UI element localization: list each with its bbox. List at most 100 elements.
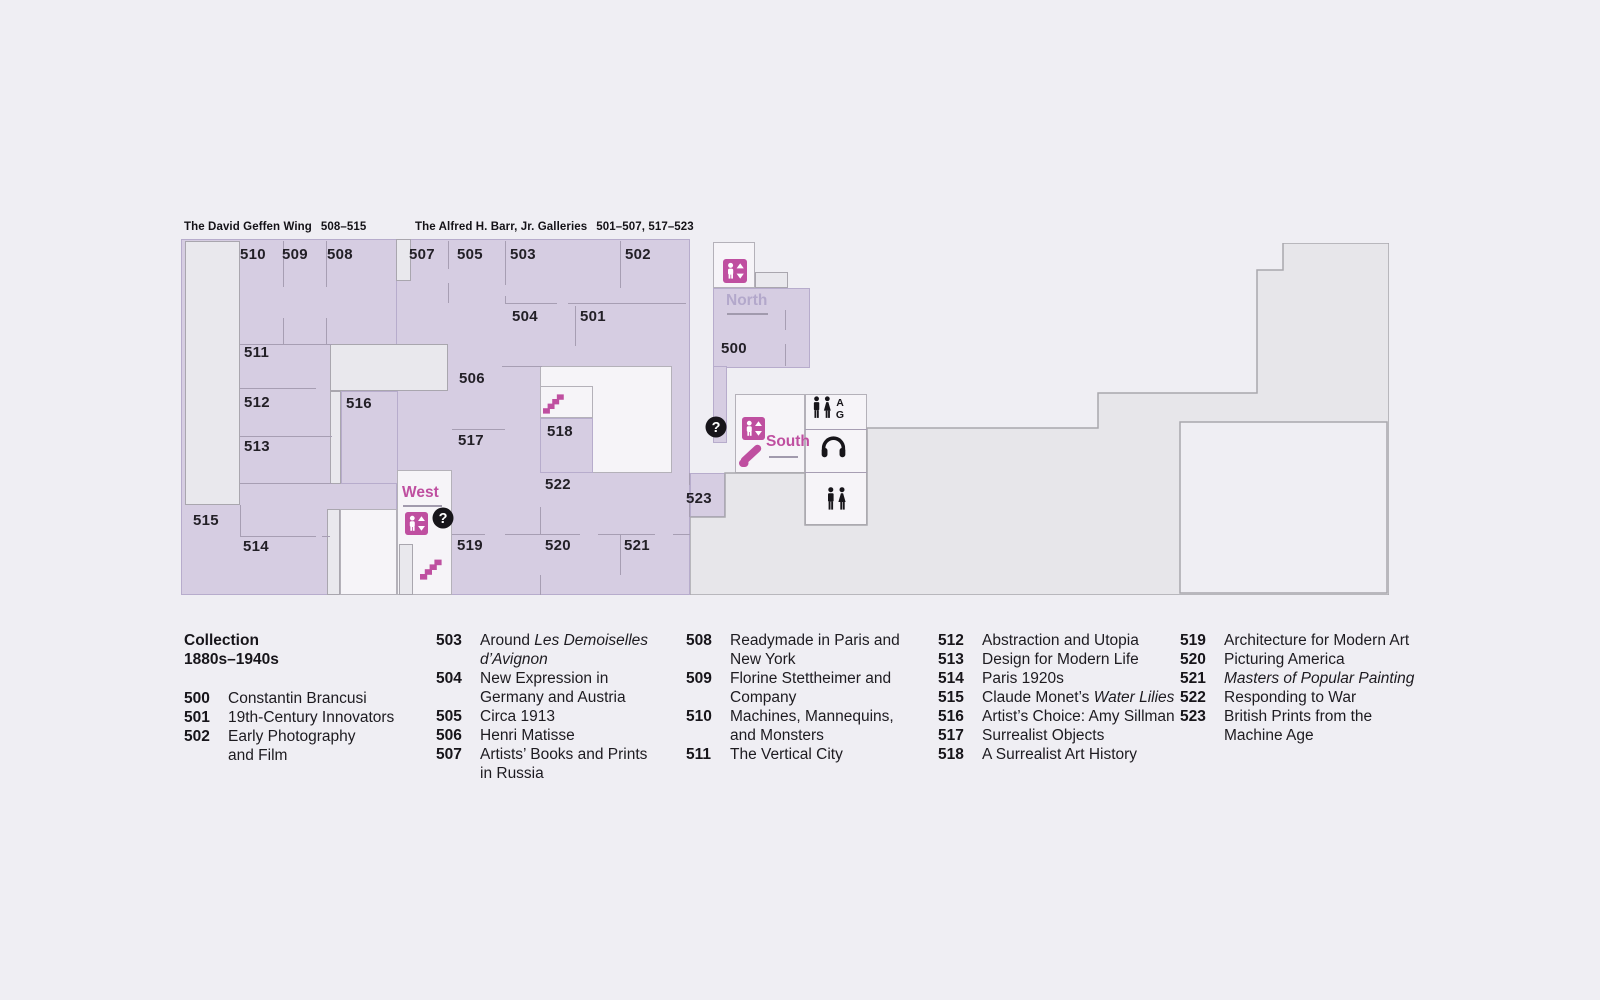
legend-title-line: Masters of Popular Painting (1224, 670, 1414, 688)
west-core-notch (399, 544, 413, 595)
question-icon: ? (705, 416, 727, 438)
wing-caption-barr: The Alfred H. Barr, Jr. Galleries 501–50… (415, 221, 694, 233)
legend-title-line: d’Avignon (480, 651, 548, 669)
legend-title-text: Around (480, 632, 535, 649)
legend-title-italic: Masters of Popular Painting (1224, 670, 1415, 687)
legend-num-519: 519 (1180, 632, 1206, 649)
wing-caption-geffen-name: The David Geffen Wing (184, 221, 312, 233)
legend-title-text: in Russia (480, 765, 544, 782)
wall-segment (575, 306, 576, 346)
legend-title-line: Circa 1913 (480, 708, 555, 726)
legend-title-line: Machines, Mannequins, (730, 708, 894, 726)
svg-text:A: A (836, 397, 844, 409)
legend-num-508: 508 (686, 632, 712, 649)
legend-num-522: 522 (1180, 689, 1206, 706)
room-519-label: 519 (457, 537, 483, 554)
west-courtyard-top (330, 344, 448, 391)
room-507-label: 507 (409, 246, 435, 263)
wall-segment (540, 575, 541, 595)
wall-segment (448, 283, 449, 303)
zone-label-west: West (402, 484, 439, 501)
legend-title-text: 19th-Century Innovators (228, 709, 395, 726)
svg-text:?: ? (712, 420, 721, 436)
legend-title-line: Readymade in Paris and (730, 632, 900, 650)
room-518-block (540, 418, 593, 473)
wall-segment (283, 318, 284, 344)
legend-title-text: Artists’ Books and Prints (480, 746, 648, 763)
legend-title-text: Florine Stettheimer and (730, 670, 892, 687)
legend-title-text: Constantin Brancusi (228, 690, 367, 707)
legend-title-line: New Expression in (480, 670, 608, 688)
legend-num-523: 523 (1180, 708, 1206, 725)
wing-caption-barr-name: The Alfred H. Barr, Jr. Galleries (415, 221, 588, 233)
legend-title-text: Machine Age (1224, 727, 1314, 744)
wall-segment (673, 534, 690, 535)
elevator-icon (723, 259, 747, 283)
legend-title-line: Architecture for Modern Art (1224, 632, 1409, 650)
legend-title-line: Artist’s Choice: Amy Sillman (982, 708, 1175, 726)
room-514-label: 514 (243, 538, 269, 555)
headphones-icon (820, 435, 847, 458)
legend-num-513: 513 (938, 651, 964, 668)
legend-title-text: Machines, Mannequins, (730, 708, 894, 725)
wall-segment (620, 241, 621, 288)
room-512-label: 512 (244, 394, 270, 411)
legend-title-line: Surrealist Objects (982, 727, 1104, 745)
elevator-icon (405, 512, 428, 535)
legend-title-line: Machine Age (1224, 727, 1314, 745)
wing-caption-geffen-range: 508–515 (320, 221, 367, 233)
legend-title-text: British Prints from the (1224, 708, 1373, 725)
bottom-white-court (340, 509, 397, 595)
wing-caption-barr-range: 501–507, 517–523 (596, 221, 694, 233)
legend-title-text: Responding to War (1224, 689, 1357, 706)
wall-segment (568, 303, 686, 304)
legend-num-512: 512 (938, 632, 964, 649)
wall-segment (505, 241, 506, 285)
top-notch (396, 239, 411, 281)
legend-title-text: Abstraction and Utopia (982, 632, 1139, 649)
legend-title-line: Picturing America (1224, 651, 1345, 669)
zone-label-south: South (766, 433, 810, 450)
legend-title-text: The Vertical City (730, 746, 843, 763)
svg-text:?: ? (439, 511, 448, 527)
room-522-label: 522 (545, 476, 571, 493)
legend-title-line: Responding to War (1224, 689, 1356, 707)
room-502-label: 502 (625, 246, 651, 263)
legend-title-text: and Film (228, 747, 288, 764)
room-516-block (341, 391, 398, 484)
legend-title-text: Circa 1913 (480, 708, 555, 725)
room-515-label: 515 (193, 512, 219, 529)
stairs-icon (420, 554, 446, 580)
legend-num-501: 501 (184, 709, 210, 726)
wall-segment (505, 296, 506, 303)
legend-title-line: Company (730, 689, 796, 707)
escalator-icon (738, 443, 764, 469)
elevator-icon (742, 417, 765, 440)
legend-title-line: Artists’ Books and Prints (480, 746, 647, 764)
wall-segment (505, 534, 580, 535)
stairs-icon (543, 389, 568, 414)
room-523-label: 523 (686, 490, 712, 507)
wc-icon (825, 487, 848, 512)
room-511-label: 511 (244, 344, 270, 361)
legend-num-500: 500 (184, 690, 210, 707)
room-509-label: 509 (282, 246, 308, 263)
legend-header-line: 1880s–1940s (184, 651, 279, 668)
legend-num-516: 516 (938, 708, 964, 725)
legend-title-line: and Film (228, 747, 287, 765)
zone-underline-north (727, 313, 768, 315)
room-505-label: 505 (457, 246, 483, 263)
legend-title-line: Design for Modern Life (982, 651, 1139, 669)
legend-num-518: 518 (938, 746, 964, 763)
legend-title-line: Abstraction and Utopia (982, 632, 1139, 650)
legend-title-text: Artist’s Choice: Amy Sillman (982, 708, 1175, 725)
wall-segment (240, 505, 241, 536)
legend-title-text: New Expression in (480, 670, 609, 687)
legend-title-text: and Monsters (730, 727, 824, 744)
wall-segment (785, 310, 786, 330)
legend-title-line: The Vertical City (730, 746, 843, 764)
legend-title-text: Early Photography (228, 728, 356, 745)
legend-title-text: A Surrealist Art History (982, 746, 1138, 763)
